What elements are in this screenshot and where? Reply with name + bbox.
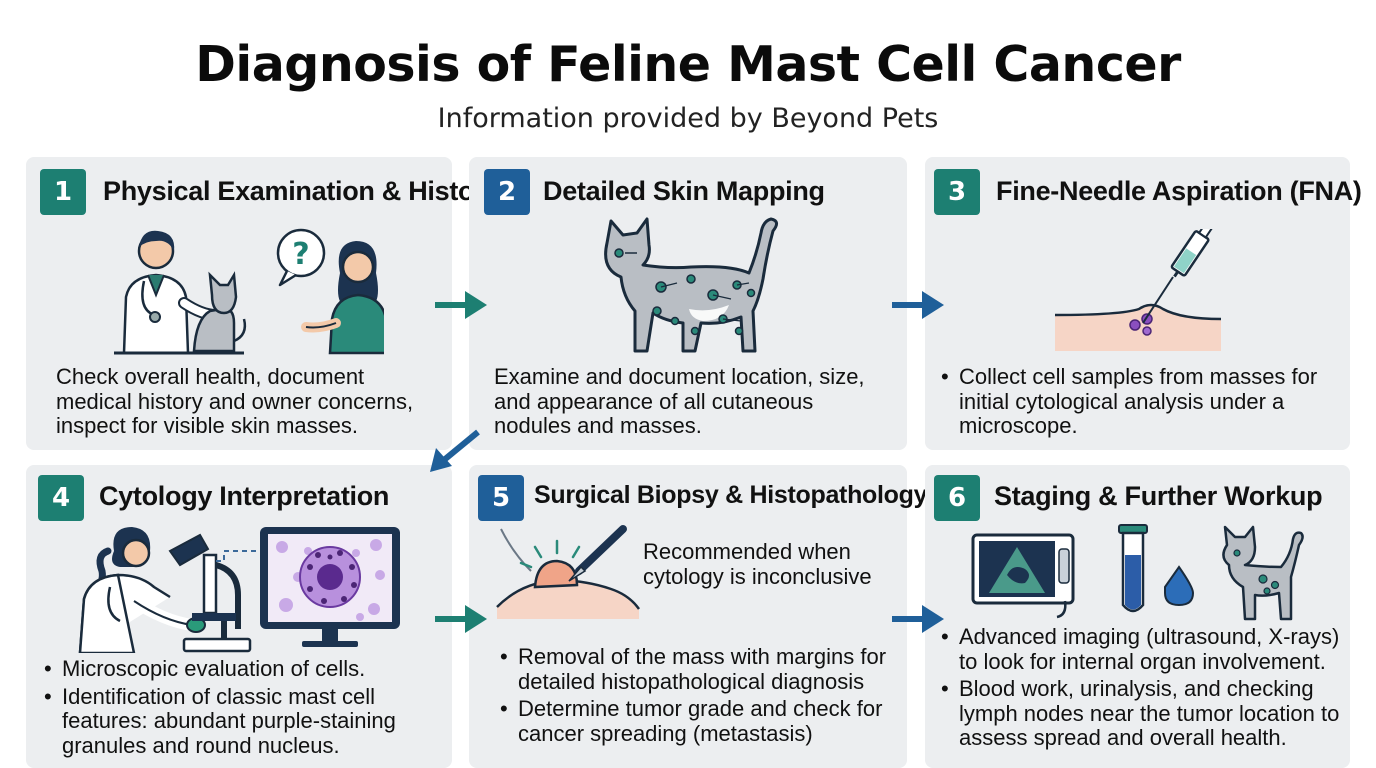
- cat-body-map-icon: [604, 217, 778, 353]
- step-number-badge: 5: [478, 475, 524, 521]
- microscope-and-monitor-icon: [78, 527, 400, 653]
- vet-examining-cat-and-owner-questions-icon: ?: [114, 228, 384, 355]
- biopsy-recommendation-note: Recommended when cytology is inconclusiv…: [643, 539, 872, 589]
- step-bullet: Blood work, urinalysis, and checking lym…: [939, 676, 1344, 751]
- step-bullet-list: Advanced imaging (ultrasound, X-rays) to…: [939, 624, 1344, 751]
- step-card-1: 1 Physical Examination & History ? Check…: [26, 157, 499, 450]
- step-bullet: Determine tumor grade and check for canc…: [498, 696, 898, 746]
- step-bullet-list: Microscopic evaluation of cells. Identif…: [42, 656, 437, 759]
- step-bullet-list: Collect cell samples from masses for ini…: [939, 364, 1339, 439]
- step-title: Detailed Skin Mapping: [543, 176, 825, 206]
- step-bullet: Microscopic evaluation of cells.: [42, 656, 437, 682]
- step-number-badge: 1: [40, 169, 86, 215]
- step-card-6: 6 Staging & Further Workup Advanced imag…: [925, 465, 1350, 768]
- flow-arrow-2-to-3: [892, 291, 944, 319]
- svg-text:?: ?: [292, 237, 309, 272]
- step-number-badge: 4: [38, 475, 84, 521]
- step-number-badge: 3: [934, 169, 980, 215]
- step-title: Staging & Further Workup: [994, 481, 1323, 511]
- step-description: Examine and document location, size, and…: [494, 364, 865, 438]
- step-card-5: 5 Surgical Biopsy & Histopathology Recom…: [469, 465, 928, 768]
- step-bullet-list: Removal of the mass with margins for det…: [498, 644, 898, 746]
- step-bullet: Advanced imaging (ultrasound, X-rays) to…: [939, 624, 1344, 674]
- step-description: Check overall health, document medical h…: [56, 364, 414, 438]
- step-number-badge: 6: [934, 475, 980, 521]
- ultrasound-blood-test-cat-icon: [971, 524, 1304, 621]
- step-title: Physical Examination & History: [103, 176, 500, 206]
- step-card-2: 2 Detailed Skin Mapping Examine and docu…: [469, 157, 907, 450]
- step-bullet: Removal of the mass with margins for det…: [498, 644, 898, 694]
- flow-arrow-3-to-4: [430, 429, 480, 472]
- step-number-badge: 2: [484, 169, 530, 215]
- syringe-skin-aspiration-icon: [1054, 229, 1222, 351]
- page-title: Diagnosis of Feline Mast Cell Cancer: [195, 36, 1181, 93]
- step-card-3: 3 Fine-Needle Aspiration (FNA) Collect c…: [925, 157, 1362, 450]
- step-card-4: 4 Cytology Interpretation: [26, 465, 452, 768]
- flow-arrow-1-to-2: [435, 291, 487, 319]
- step-title: Cytology Interpretation: [99, 481, 390, 511]
- flow-arrow-5-to-6: [892, 605, 944, 633]
- step-bullet: Collect cell samples from masses for ini…: [939, 364, 1339, 439]
- step-bullet: Identification of classic mast cell feat…: [42, 684, 437, 759]
- scalpel-biopsy-icon: [496, 525, 641, 619]
- page-subtitle: Information provided by Beyond Pets: [437, 103, 939, 134]
- step-title: Fine-Needle Aspiration (FNA): [996, 176, 1362, 206]
- flow-arrow-4-to-5: [435, 605, 487, 633]
- step-title: Surgical Biopsy & Histopathology: [534, 481, 928, 509]
